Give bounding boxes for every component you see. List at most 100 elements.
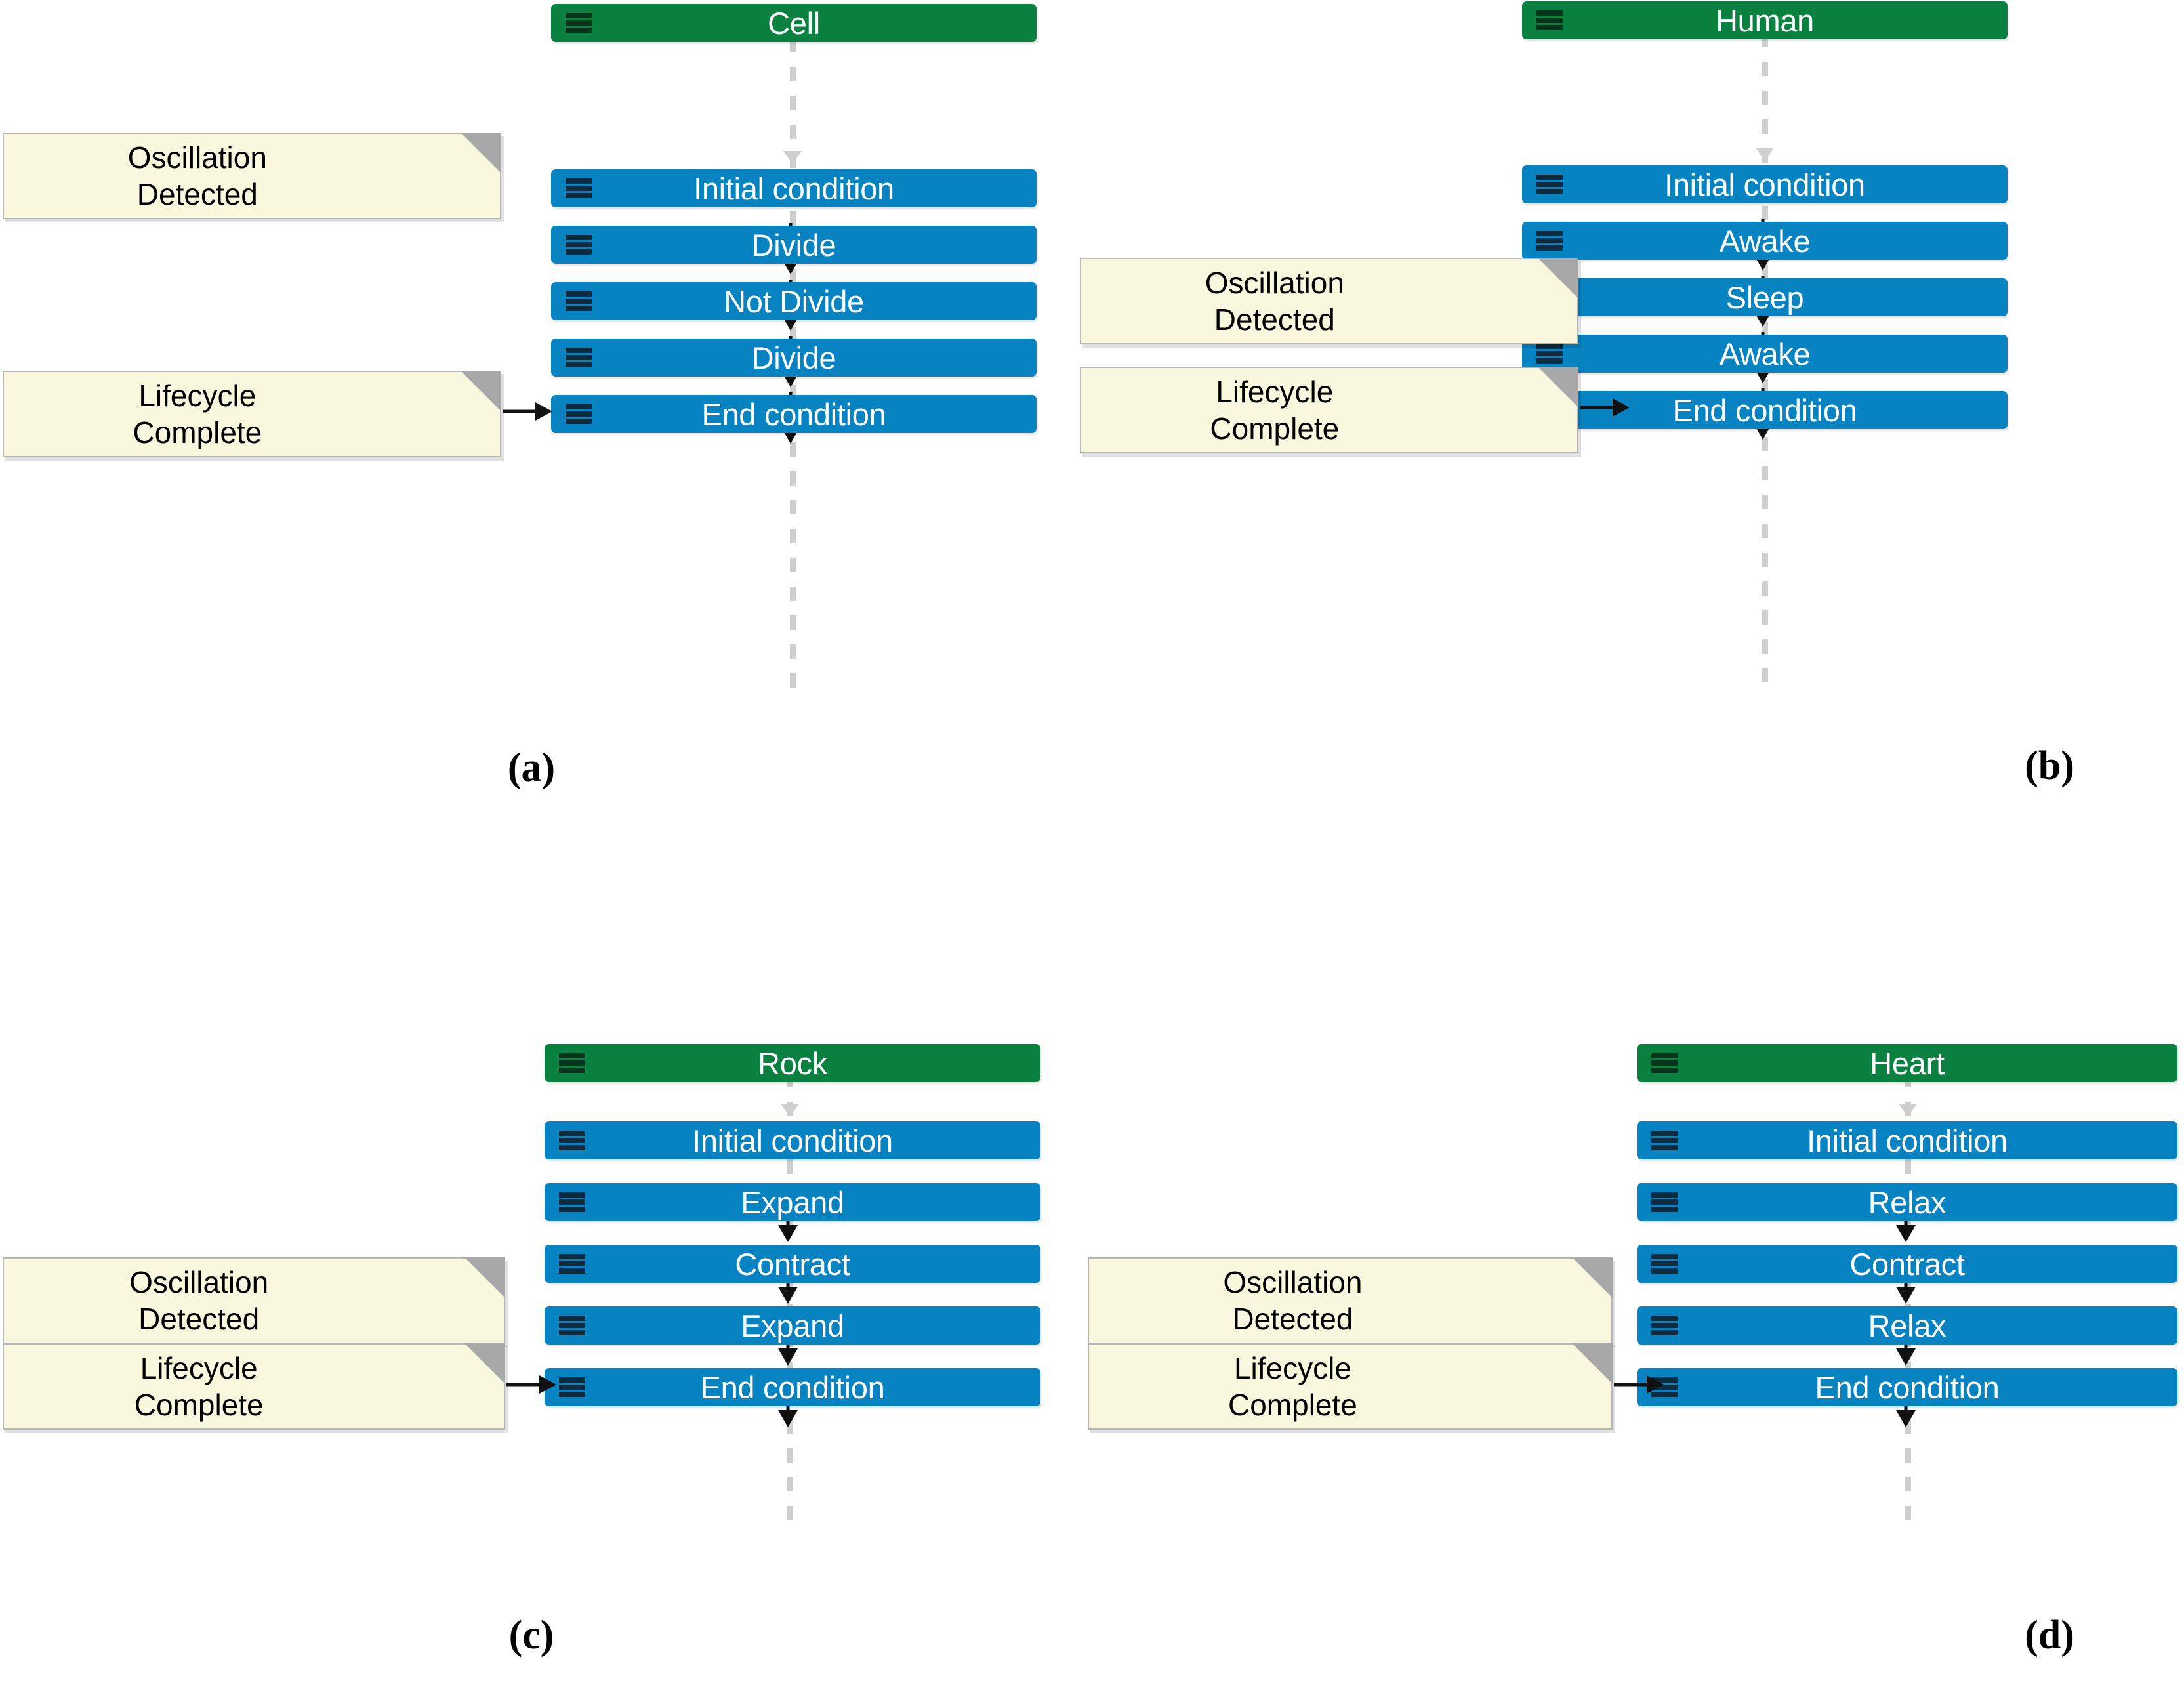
panel-a-node-0[interactable]: Initial condition [551, 169, 1037, 207]
panel-a-note-to-end-arrow [503, 402, 552, 421]
note-fold-corner-icon [461, 371, 501, 411]
panel-b-note-oscillation: Oscillation Detected [1080, 258, 1578, 344]
panel-d-node-4[interactable]: End condition [1637, 1368, 2177, 1406]
lifeline-arrowhead-d [1899, 1104, 1917, 1117]
panel-c: Rock Initial condition Expand Contract E… [0, 844, 1092, 1689]
hamburger-icon [1536, 231, 1563, 251]
panel-a-node-1[interactable]: Divide [551, 226, 1037, 264]
note-line-2: Complete [133, 415, 262, 449]
hamburger-icon [1536, 175, 1563, 194]
panel-c-note-lifecycle: Lifecycle Complete [3, 1343, 505, 1430]
panel-a-node-2-label: Not Divide [724, 283, 864, 319]
panel-a-note-lifecycle: Lifecycle Complete [3, 371, 501, 457]
panel-b-node-3[interactable]: Awake [1522, 335, 2008, 373]
note-fold-corner-icon [1538, 367, 1578, 407]
panel-c-node-4[interactable]: End condition [545, 1368, 1040, 1406]
hamburger-icon [559, 1377, 585, 1397]
panel-a-header-node[interactable]: Cell [551, 4, 1037, 42]
hamburger-icon [566, 291, 592, 311]
panel-a-node-3[interactable]: Divide [551, 339, 1037, 377]
panel-b-note-oscillation-text: Oscillation Detected [1081, 264, 1468, 338]
panel-c-node-1[interactable]: Expand [545, 1183, 1040, 1221]
note-line-1: Lifecycle [1216, 374, 1334, 409]
panel-a: Cell Initial condition Divide Not Divide… [0, 0, 1092, 844]
panel-a-note-oscillation-text: Oscillation Detected [4, 139, 391, 213]
panel-d-header-label: Heart [1870, 1045, 1945, 1081]
panel-c-note-oscillation: Oscillation Detected [3, 1257, 505, 1344]
panel-b-node-1-label: Awake [1719, 223, 1811, 259]
panel-a-node-2[interactable]: Not Divide [551, 282, 1037, 320]
panel-b-node-4[interactable]: End condition [1522, 391, 2008, 429]
hamburger-icon [1651, 1131, 1678, 1150]
hamburger-icon [1536, 344, 1563, 364]
hamburger-icon [559, 1192, 585, 1212]
panel-b-node-0-label: Initial condition [1664, 167, 1865, 202]
hamburger-icon [1651, 1254, 1678, 1274]
panel-b-header-label: Human [1715, 3, 1814, 38]
lifeline-arrowhead-b [1756, 148, 1774, 161]
note-fold-corner-icon [1538, 258, 1578, 299]
panel-a-note-oscillation: Oscillation Detected [3, 133, 501, 219]
hamburger-icon [566, 178, 592, 198]
panel-a-note-lifecycle-text: Lifecycle Complete [4, 377, 391, 451]
panel-d-node-0[interactable]: Initial condition [1637, 1121, 2177, 1159]
panel-b-node-0[interactable]: Initial condition [1522, 165, 2008, 203]
panel-b-node-4-label: End condition [1672, 392, 1857, 428]
note-line-2: Detected [1232, 1302, 1353, 1336]
panel-c-node-0[interactable]: Initial condition [545, 1121, 1040, 1159]
hamburger-icon [1651, 1053, 1678, 1073]
hamburger-icon [559, 1131, 585, 1150]
note-line-1: Lifecycle [140, 1350, 258, 1385]
hamburger-icon [1651, 1377, 1678, 1397]
panel-a-node-4-label: End condition [701, 396, 886, 432]
note-fold-corner-icon [1572, 1343, 1613, 1384]
panel-d-node-4-label: End condition [1815, 1369, 2000, 1405]
panel-c-node-3[interactable]: Expand [545, 1306, 1040, 1345]
note-line-1: Oscillation [1223, 1264, 1363, 1299]
hamburger-icon [1536, 10, 1563, 30]
panel-b-node-2[interactable]: Sleep [1522, 278, 2008, 316]
panel-c-node-2[interactable]: Contract [545, 1245, 1040, 1283]
panel-c-header-label: Rock [758, 1045, 827, 1081]
panel-d-node-3[interactable]: Relax [1637, 1306, 2177, 1345]
lifeline-arrowhead-c [781, 1104, 799, 1117]
lifeline-arrowhead-a [783, 151, 802, 164]
note-line-2: Detected [1214, 302, 1335, 337]
panel-d-node-2[interactable]: Contract [1637, 1245, 2177, 1283]
note-line-2: Complete [1210, 411, 1340, 446]
panel-d-header-node[interactable]: Heart [1637, 1044, 2177, 1082]
panel-c-node-0-label: Initial condition [692, 1123, 893, 1158]
panel-b-note-lifecycle: Lifecycle Complete [1080, 367, 1578, 453]
panel-a-node-4[interactable]: End condition [551, 395, 1037, 433]
note-fold-corner-icon [464, 1257, 505, 1298]
hamburger-icon [559, 1316, 585, 1335]
panel-d-note-lifecycle: Lifecycle Complete [1088, 1343, 1613, 1430]
hamburger-icon [559, 1254, 585, 1274]
panel-c-node-1-label: Expand [741, 1184, 844, 1220]
hamburger-icon [566, 13, 592, 33]
panel-b-node-2-label: Sleep [1725, 280, 1804, 315]
panel-a-node-1-label: Divide [751, 227, 836, 262]
panel-c-note-lifecycle-text: Lifecycle Complete [4, 1350, 394, 1423]
panel-c-node-3-label: Expand [741, 1308, 844, 1343]
note-fold-corner-icon [1572, 1257, 1613, 1298]
panel-d-note-to-end-arrow [1614, 1375, 1664, 1394]
hamburger-icon [1651, 1192, 1678, 1212]
hamburger-icon [1651, 1316, 1678, 1335]
note-fold-corner-icon [464, 1343, 505, 1384]
panel-d-node-1[interactable]: Relax [1637, 1183, 2177, 1221]
panel-a-node-0-label: Initial condition [693, 171, 894, 206]
panel-b-header-node[interactable]: Human [1522, 1, 2008, 39]
panel-c-node-4-label: End condition [700, 1369, 885, 1405]
note-line-1: Oscillation [127, 140, 267, 175]
panel-c-note-oscillation-text: Oscillation Detected [4, 1264, 394, 1337]
panel-c-header-node[interactable]: Rock [545, 1044, 1040, 1082]
note-fold-corner-icon [461, 133, 501, 173]
note-line-1: Oscillation [129, 1264, 269, 1299]
note-line-2: Detected [138, 1302, 260, 1336]
panel-b-node-1[interactable]: Awake [1522, 222, 2008, 260]
note-line-1: Lifecycle [138, 378, 257, 413]
panel-c-caption: (c) [508, 1613, 554, 1658]
note-line-2: Detected [136, 177, 258, 211]
panel-a-header-label: Cell [768, 5, 820, 41]
